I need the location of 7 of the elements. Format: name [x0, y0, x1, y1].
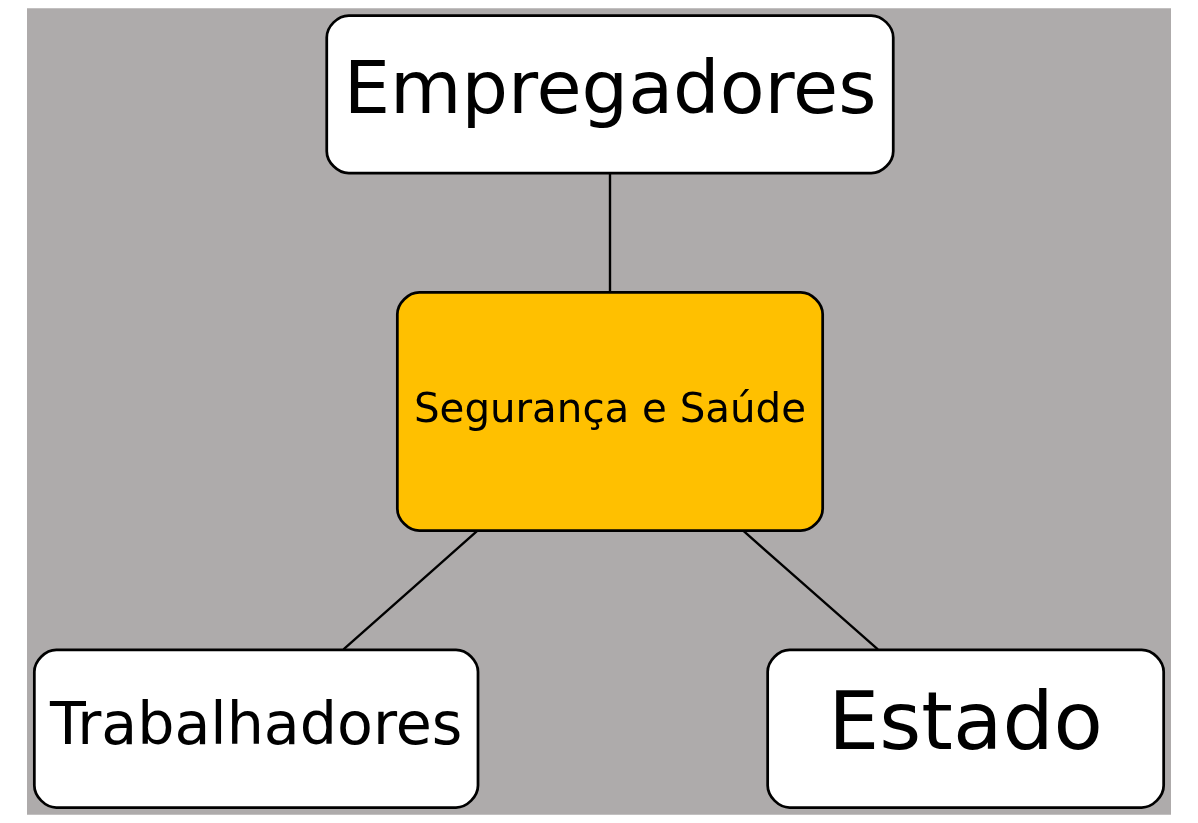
node-box: Estado [766, 648, 1166, 809]
node-box: Empregadores [325, 14, 895, 175]
connector [342, 530, 479, 651]
connector [742, 530, 879, 651]
node-box: Segurança e Saúde [395, 290, 825, 533]
node-box: Trabalhadores [32, 648, 480, 809]
connector [608, 173, 612, 293]
